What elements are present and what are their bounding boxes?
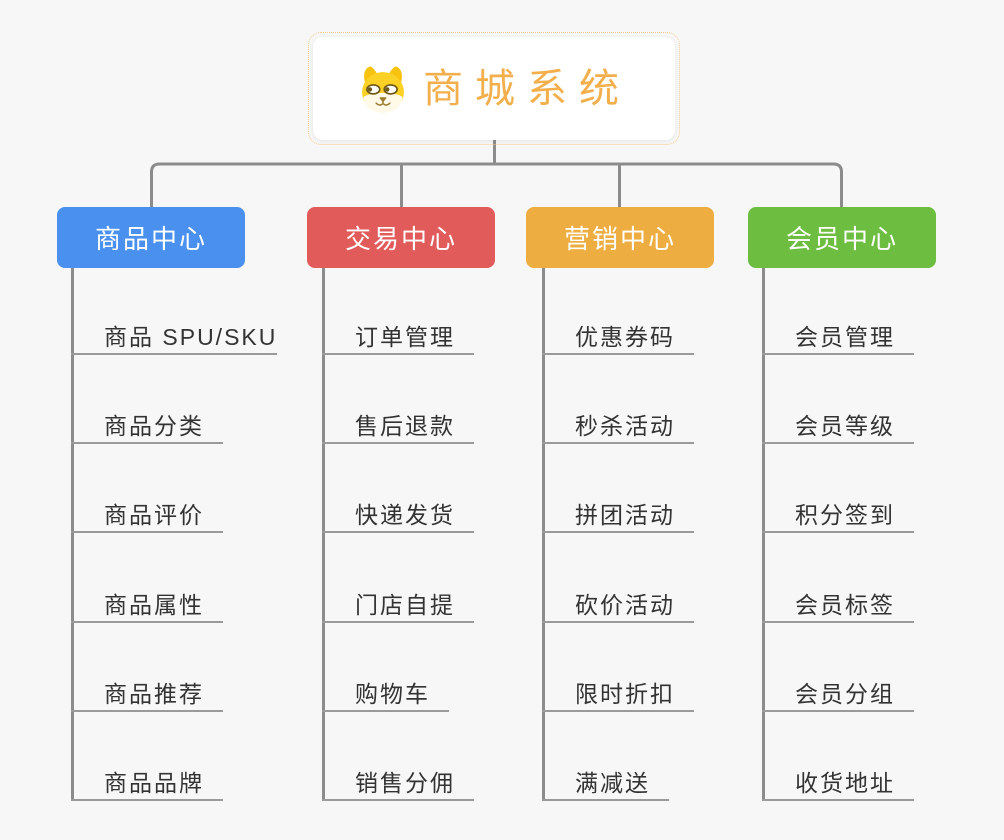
topic-item[interactable]: 会员分组 — [762, 672, 914, 712]
branch-trade-center[interactable]: 交易中心 — [307, 207, 495, 268]
branch-spine — [71, 268, 74, 801]
topic-item[interactable]: 订单管理 — [322, 315, 474, 355]
topic-item[interactable]: 门店自提 — [322, 583, 474, 623]
branch-member-center[interactable]: 会员中心 — [748, 207, 936, 268]
topic-item[interactable]: 满减送 — [542, 761, 669, 801]
topic-item[interactable]: 售后退款 — [322, 404, 474, 444]
topic-item[interactable]: 积分签到 — [762, 493, 914, 533]
root-title: 商城系统 — [423, 66, 631, 111]
topic-item[interactable]: 会员等级 — [762, 404, 914, 444]
topic-item[interactable]: 购物车 — [322, 672, 449, 712]
topic-item[interactable]: 商品属性 — [71, 583, 223, 623]
topic-item[interactable]: 秒杀活动 — [542, 404, 694, 444]
topic-item[interactable]: 快递发货 — [322, 493, 474, 533]
topic-item[interactable]: 销售分佣 — [322, 761, 474, 801]
dog-face-icon — [362, 65, 404, 112]
branch-spine — [762, 268, 765, 801]
branch-label: 商品中心 — [94, 224, 207, 254]
branch-spine — [542, 268, 545, 801]
topic-item[interactable]: 收货地址 — [762, 761, 914, 801]
topic-item[interactable]: 限时折扣 — [542, 672, 694, 712]
topic-item[interactable]: 商品 SPU/SKU — [71, 315, 277, 355]
topic-item[interactable]: 商品分类 — [71, 404, 223, 444]
topic-item[interactable]: 会员标签 — [762, 583, 914, 623]
topic-item[interactable]: 会员管理 — [762, 315, 914, 355]
root-node[interactable]: 商城系统 — [308, 32, 680, 145]
topic-item[interactable]: 拼团活动 — [542, 493, 694, 533]
branch-label: 交易中心 — [344, 224, 457, 254]
branch-label: 会员中心 — [785, 224, 898, 254]
branch-product-center[interactable]: 商品中心 — [57, 207, 245, 268]
branch-spine — [322, 268, 325, 801]
branch-marketing-center[interactable]: 营销中心 — [526, 207, 714, 268]
topic-item[interactable]: 砍价活动 — [542, 583, 694, 623]
branch-label: 营销中心 — [563, 224, 676, 254]
topic-item[interactable]: 商品评价 — [71, 493, 223, 533]
topic-item[interactable]: 商品品牌 — [71, 761, 223, 801]
topic-item[interactable]: 商品推荐 — [71, 672, 223, 712]
topic-item[interactable]: 优惠券码 — [542, 315, 694, 355]
